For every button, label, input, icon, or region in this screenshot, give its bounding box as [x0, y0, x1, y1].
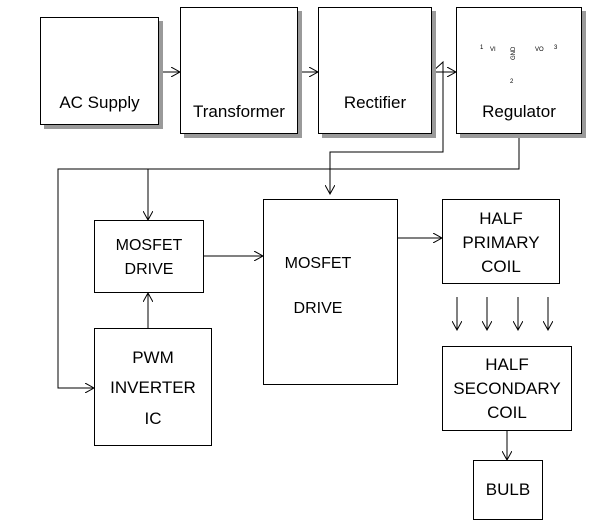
pwm-label: PWM: [132, 348, 174, 367]
half-primary-label-3: COIL: [481, 257, 521, 276]
half-secondary-label-3: COIL: [487, 403, 527, 422]
mosfet-drive-small-label-2: DRIVE: [124, 261, 174, 278]
half-primary-label-2: PRIMARY: [462, 233, 540, 252]
bulb-block: [473, 460, 543, 520]
regulator-block: [456, 7, 582, 134]
line-regulator-to-pwm: [57, 168, 148, 388]
regulator-label: Regulator: [482, 102, 556, 121]
regulator-gnd: GND: [511, 46, 517, 60]
rectifier-label: Rectifier: [343, 93, 407, 112]
rectifier-block: [318, 7, 432, 134]
half-primary-coil-block: [442, 199, 560, 284]
pwm-inverter-ic-block: [94, 328, 212, 446]
half-secondary-coil-block: [442, 346, 572, 431]
regulator-vo: VO: [535, 47, 544, 53]
line-regulator-to-small-drive: [148, 133, 520, 220]
half-primary-label-1: HALF: [479, 209, 523, 228]
half-secondary-label-2: SECONDARY: [453, 379, 561, 398]
regulator-pin3: 3: [554, 45, 558, 51]
mosfet-drive-large-block: [263, 199, 398, 385]
pwm-inverter-label: INVERTER: [110, 378, 196, 397]
mosfet-drive-large-label-1: MOSFET: [284, 255, 352, 272]
pwm-ic-label: IC: [144, 409, 162, 428]
line-rectifier-to-large-drive: [330, 60, 444, 194]
bulb-label: BULB: [485, 480, 531, 499]
regulator-pin2: 2: [510, 79, 514, 85]
mosfet-drive-small-label-1: MOSFET: [115, 237, 183, 254]
ac-supply-block: [40, 17, 159, 125]
ac-supply-label: AC Supply: [59, 93, 140, 112]
regulator-pin1: 1: [480, 45, 484, 51]
transformer-label: Transformer: [193, 102, 285, 121]
half-secondary-label-1: HALF: [485, 355, 529, 374]
mosfet-drive-small-block: [94, 220, 204, 293]
transformer-block: [180, 7, 298, 134]
mosfet-drive-large-label-2: DRIVE: [293, 300, 343, 317]
regulator-vi: VI: [490, 47, 496, 53]
